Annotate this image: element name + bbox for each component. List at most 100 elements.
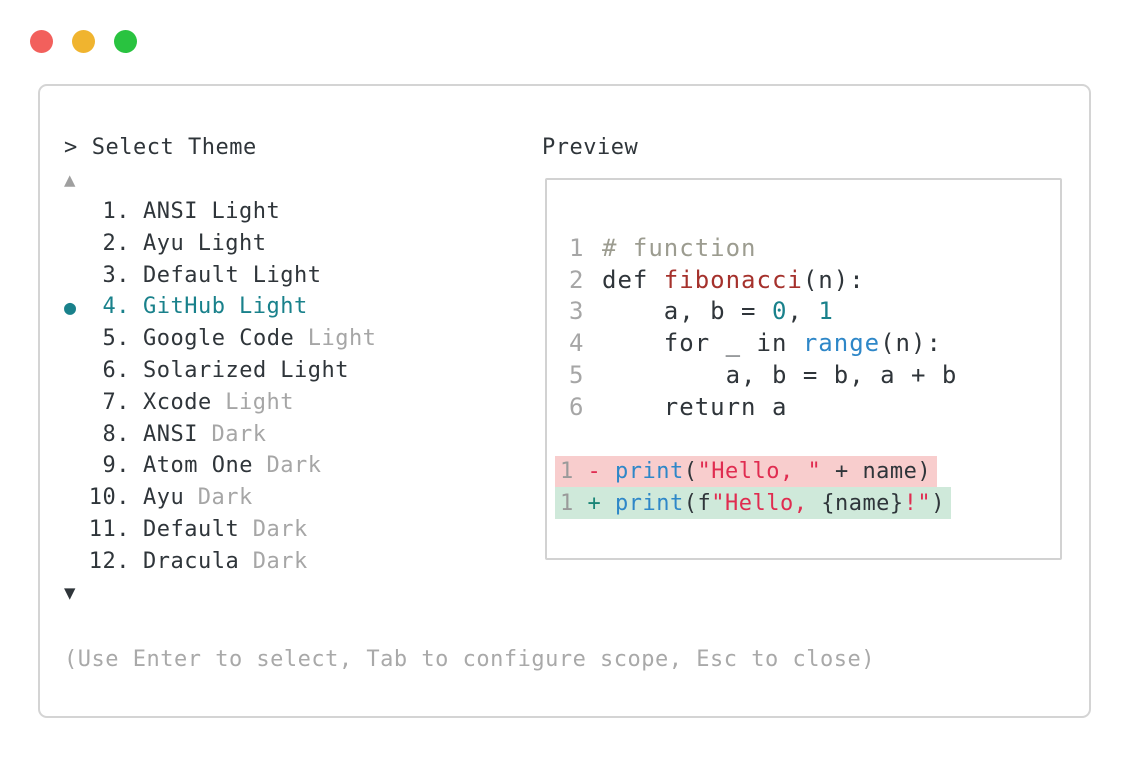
- code-sample: 1 # function 2 def fibonacci(n): 3 a, b = …: [547, 232, 1060, 423]
- code-line: 3 a, b = 0, 1: [547, 296, 1060, 328]
- code-token: for _ in: [602, 329, 803, 358]
- prompt-chevron: >: [64, 135, 78, 161]
- code-token: (f: [683, 490, 712, 516]
- code-token: fibonacci: [663, 265, 803, 294]
- item-name: ANSI: [143, 421, 198, 447]
- code-token: "Hello,: [711, 490, 822, 516]
- preview-pane: 1 # function 2 def fibonacci(n): 3 a, b = …: [545, 178, 1062, 560]
- theme-item-ansi-light[interactable]: 1. ANSI Light: [64, 196, 376, 228]
- item-number: 6.: [102, 357, 130, 383]
- item-name: Default: [143, 262, 240, 288]
- item-name: Ayu: [143, 230, 185, 256]
- item-variant: Light: [238, 294, 308, 320]
- keyboard-hint: (Use Enter to select, Tab to configure s…: [64, 647, 875, 673]
- item-variant: Dark: [266, 453, 322, 479]
- item-number: 10.: [88, 485, 130, 511]
- theme-item-dracula-dark[interactable]: 12. Dracula Dark: [64, 545, 376, 577]
- diff-line-removed: 1 - print("Hello, " + name): [555, 455, 938, 488]
- code-line: 6 return a: [547, 391, 1060, 423]
- theme-item-xcode-light[interactable]: 7. Xcode Light: [64, 386, 376, 418]
- code-token: ,: [787, 297, 819, 326]
- line-number: 1: [560, 490, 574, 516]
- code-line: 4 for _ in range(n):: [547, 327, 1060, 359]
- item-variant: Light: [280, 357, 349, 383]
- window-controls: [30, 30, 137, 53]
- item-name: Default: [143, 516, 240, 542]
- code-token: print: [615, 458, 684, 484]
- item-variant: Dark: [252, 516, 308, 542]
- code-token: a, b = b, a + b: [602, 361, 958, 390]
- item-name: Google Code: [143, 326, 295, 352]
- page-title: Select Theme: [91, 135, 257, 161]
- diff-added-sign: +: [573, 490, 615, 516]
- code-token: + name): [821, 458, 932, 484]
- code-line: 1 # function: [547, 232, 1060, 264]
- line-number: 2: [569, 265, 585, 294]
- item-variant: Light: [225, 389, 294, 415]
- theme-item-ansi-dark[interactable]: 8. ANSI Dark: [64, 418, 376, 450]
- line-number: 4: [569, 329, 585, 358]
- theme-item-atom-one-dark[interactable]: 9. Atom One Dark: [64, 450, 376, 482]
- maximize-button[interactable]: [114, 30, 137, 53]
- code-token: {name}: [821, 490, 904, 516]
- scroll-down-indicator[interactable]: ▼: [64, 582, 76, 605]
- code-token: range: [802, 329, 881, 358]
- item-variant: Light: [307, 326, 377, 352]
- line-number: 1: [560, 458, 574, 484]
- item-variant: Light: [252, 262, 322, 288]
- preview-label: Preview: [542, 135, 639, 161]
- theme-item-google-code-light[interactable]: 5. Google Code Light: [64, 323, 376, 355]
- code-token: 1: [818, 297, 834, 326]
- item-number: 9.: [102, 453, 130, 479]
- item-number: 3.: [102, 262, 130, 288]
- item-variant: Dark: [252, 548, 308, 574]
- theme-item-ayu-dark[interactable]: 10. Ayu Dark: [64, 482, 376, 514]
- theme-item-github-light[interactable]: ● 4. GitHub Light: [64, 291, 376, 323]
- item-number: 1.: [102, 198, 130, 224]
- item-variant: Light: [211, 198, 281, 224]
- code-token: 0: [771, 297, 788, 326]
- diff-line-added: 1 + print(f"Hello, {name}!"): [555, 487, 951, 520]
- code-token: (n):: [802, 265, 865, 294]
- code-token: (: [683, 458, 698, 484]
- item-number: 4.: [102, 294, 130, 320]
- item-name: Xcode: [143, 389, 212, 415]
- code-token: # function: [602, 233, 757, 262]
- item-name: Dracula: [143, 548, 240, 574]
- theme-item-solarized-light[interactable]: 6. Solarized Light: [64, 355, 376, 387]
- selector-header: > Select Theme: [64, 132, 376, 164]
- item-number: 2.: [102, 230, 130, 256]
- item-number: 8.: [102, 421, 130, 447]
- line-number: 6: [569, 392, 585, 421]
- code-line: 2 def fibonacci(n):: [547, 264, 1060, 296]
- item-name: ANSI: [143, 198, 198, 224]
- code-token: return a: [602, 392, 788, 421]
- item-variant: Dark: [197, 485, 253, 511]
- item-number: 5.: [102, 326, 130, 352]
- theme-selector-panel: > Select Theme ▲ 1. ANSI Light 2. Ayu Li…: [38, 84, 1091, 718]
- item-name: Solarized: [143, 357, 267, 383]
- selected-bullet-icon: ●: [64, 294, 77, 319]
- code-token: !": [903, 490, 932, 516]
- code-token: a, b =: [602, 297, 772, 326]
- item-variant: Dark: [211, 421, 267, 447]
- code-token: ): [931, 490, 945, 516]
- line-number: 1: [569, 233, 585, 262]
- item-variant: Light: [197, 230, 267, 256]
- item-number: 7.: [102, 389, 130, 415]
- close-button[interactable]: [30, 30, 53, 53]
- scroll-up-indicator[interactable]: ▲: [64, 168, 76, 191]
- item-name: GitHub: [143, 294, 226, 320]
- item-name: Ayu: [143, 485, 185, 511]
- theme-item-default-dark[interactable]: 11. Default Dark: [64, 514, 376, 546]
- minimize-button[interactable]: [72, 30, 95, 53]
- item-number: 11.: [88, 516, 130, 542]
- item-number: 12.: [88, 548, 130, 574]
- line-number: 3: [569, 297, 585, 326]
- line-number: 5: [569, 361, 585, 390]
- theme-item-default-light[interactable]: 3. Default Light: [64, 259, 376, 291]
- theme-item-ayu-light[interactable]: 2. Ayu Light: [64, 227, 376, 259]
- code-token: "Hello, ": [697, 458, 822, 484]
- code-token: def: [602, 265, 664, 294]
- diff-removed-sign: -: [573, 458, 615, 484]
